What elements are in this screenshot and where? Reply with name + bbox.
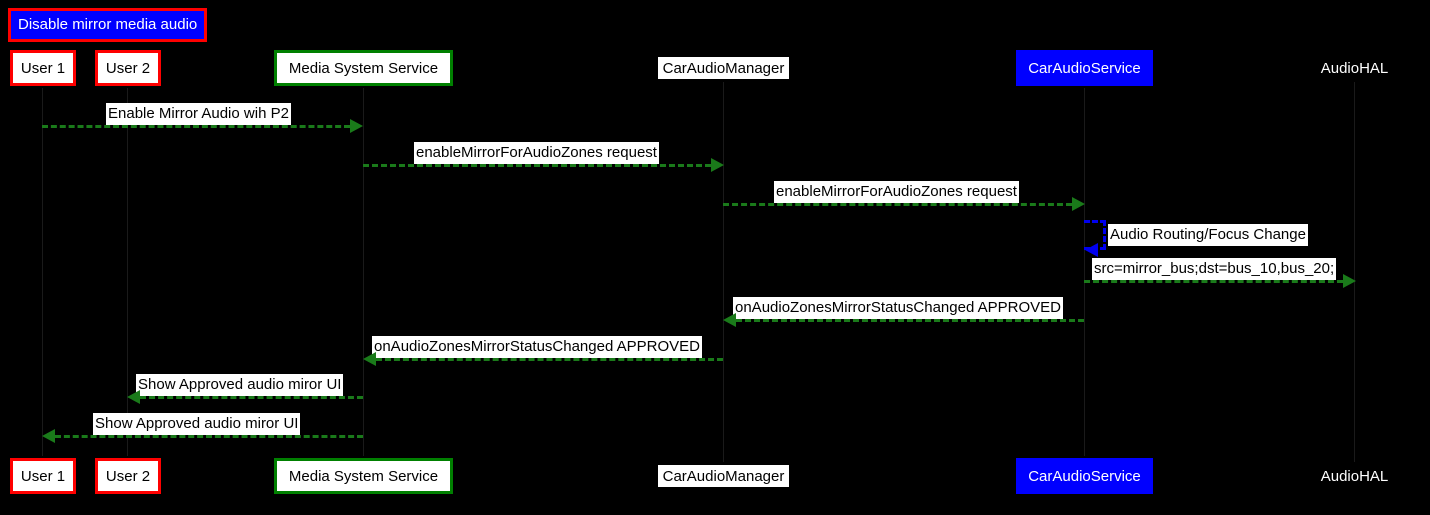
participant-label: AudioHAL	[1320, 59, 1389, 77]
lifeline-car-audio-service	[1084, 88, 1085, 456]
message-label-1: Enable Mirror Audio wih P2	[106, 103, 291, 125]
participant-user1-bottom[interactable]: User 1	[10, 458, 76, 494]
message-label-6: onAudioZonesMirrorStatusChanged APPROVED	[733, 297, 1064, 319]
participant-label: CarAudioService	[1028, 467, 1141, 485]
lifeline-media-system-service	[363, 88, 364, 456]
message-line-9	[55, 435, 363, 438]
lifeline-user1	[42, 88, 43, 456]
message-label-2: enableMirrorForAudioZones request	[414, 142, 659, 164]
participant-label: CarAudioManager	[662, 59, 785, 77]
lifeline-user2	[127, 88, 128, 456]
lifeline-car-audio-manager	[723, 82, 724, 462]
arrow-left-icon-8	[127, 390, 140, 404]
participant-car-audio-manager-bottom[interactable]: CarAudioManager	[658, 465, 789, 487]
message-label-9: Show Approved audio miror UI	[93, 413, 301, 435]
participant-label: User 2	[105, 467, 151, 485]
arrow-left-icon-6	[723, 313, 736, 327]
message-label-8: Show Approved audio miror UI	[136, 374, 344, 396]
participant-label: CarAudioService	[1028, 59, 1141, 77]
participant-car-audio-manager-top[interactable]: CarAudioManager	[658, 57, 789, 79]
diagram-title: Disable mirror media audio	[8, 8, 208, 42]
message-line-2	[363, 164, 711, 167]
arrow-left-icon-9	[42, 429, 55, 443]
arrow-right-icon-3	[1072, 197, 1085, 211]
participant-car-audio-service-top[interactable]: CarAudioService	[1016, 50, 1153, 86]
arrow-right-icon-5	[1343, 274, 1356, 288]
participant-label: AudioHAL	[1320, 467, 1389, 485]
message-line-8	[140, 396, 363, 399]
arrow-left-icon-4	[1085, 243, 1098, 257]
message-line-6	[736, 319, 1084, 322]
message-label-7: onAudioZonesMirrorStatusChanged APPROVED	[372, 336, 703, 358]
message-label-5: src=mirror_bus;dst=bus_10,bus_20;	[1092, 258, 1337, 280]
participant-user1-top[interactable]: User 1	[10, 50, 76, 86]
participant-audio-hal-bottom[interactable]: AudioHAL	[1310, 465, 1399, 487]
participant-label: Media System Service	[288, 467, 439, 485]
message-line-1	[42, 125, 350, 128]
arrow-left-icon-7	[363, 352, 376, 366]
message-line-3	[723, 203, 1072, 206]
message-label-4: Audio Routing/Focus Change	[1108, 224, 1308, 246]
participant-audio-hal-top[interactable]: AudioHAL	[1310, 57, 1399, 79]
participant-media-system-service-bottom[interactable]: Media System Service	[274, 458, 453, 494]
participant-label: User 2	[105, 59, 151, 77]
message-line-5	[1084, 280, 1343, 283]
participant-media-system-service-top[interactable]: Media System Service	[274, 50, 453, 86]
arrow-right-icon-2	[711, 158, 724, 172]
participant-label: Media System Service	[288, 59, 439, 77]
participant-label: User 1	[20, 59, 66, 77]
participant-label: CarAudioManager	[662, 467, 785, 485]
message-line-7	[376, 358, 723, 361]
participant-user2-bottom[interactable]: User 2	[95, 458, 161, 494]
participant-car-audio-service-bottom[interactable]: CarAudioService	[1016, 458, 1153, 494]
participant-label: User 1	[20, 467, 66, 485]
participant-user2-top[interactable]: User 2	[95, 50, 161, 86]
lifeline-audio-hal	[1354, 82, 1355, 462]
arrow-right-icon-1	[350, 119, 363, 133]
message-label-3: enableMirrorForAudioZones request	[774, 181, 1019, 203]
